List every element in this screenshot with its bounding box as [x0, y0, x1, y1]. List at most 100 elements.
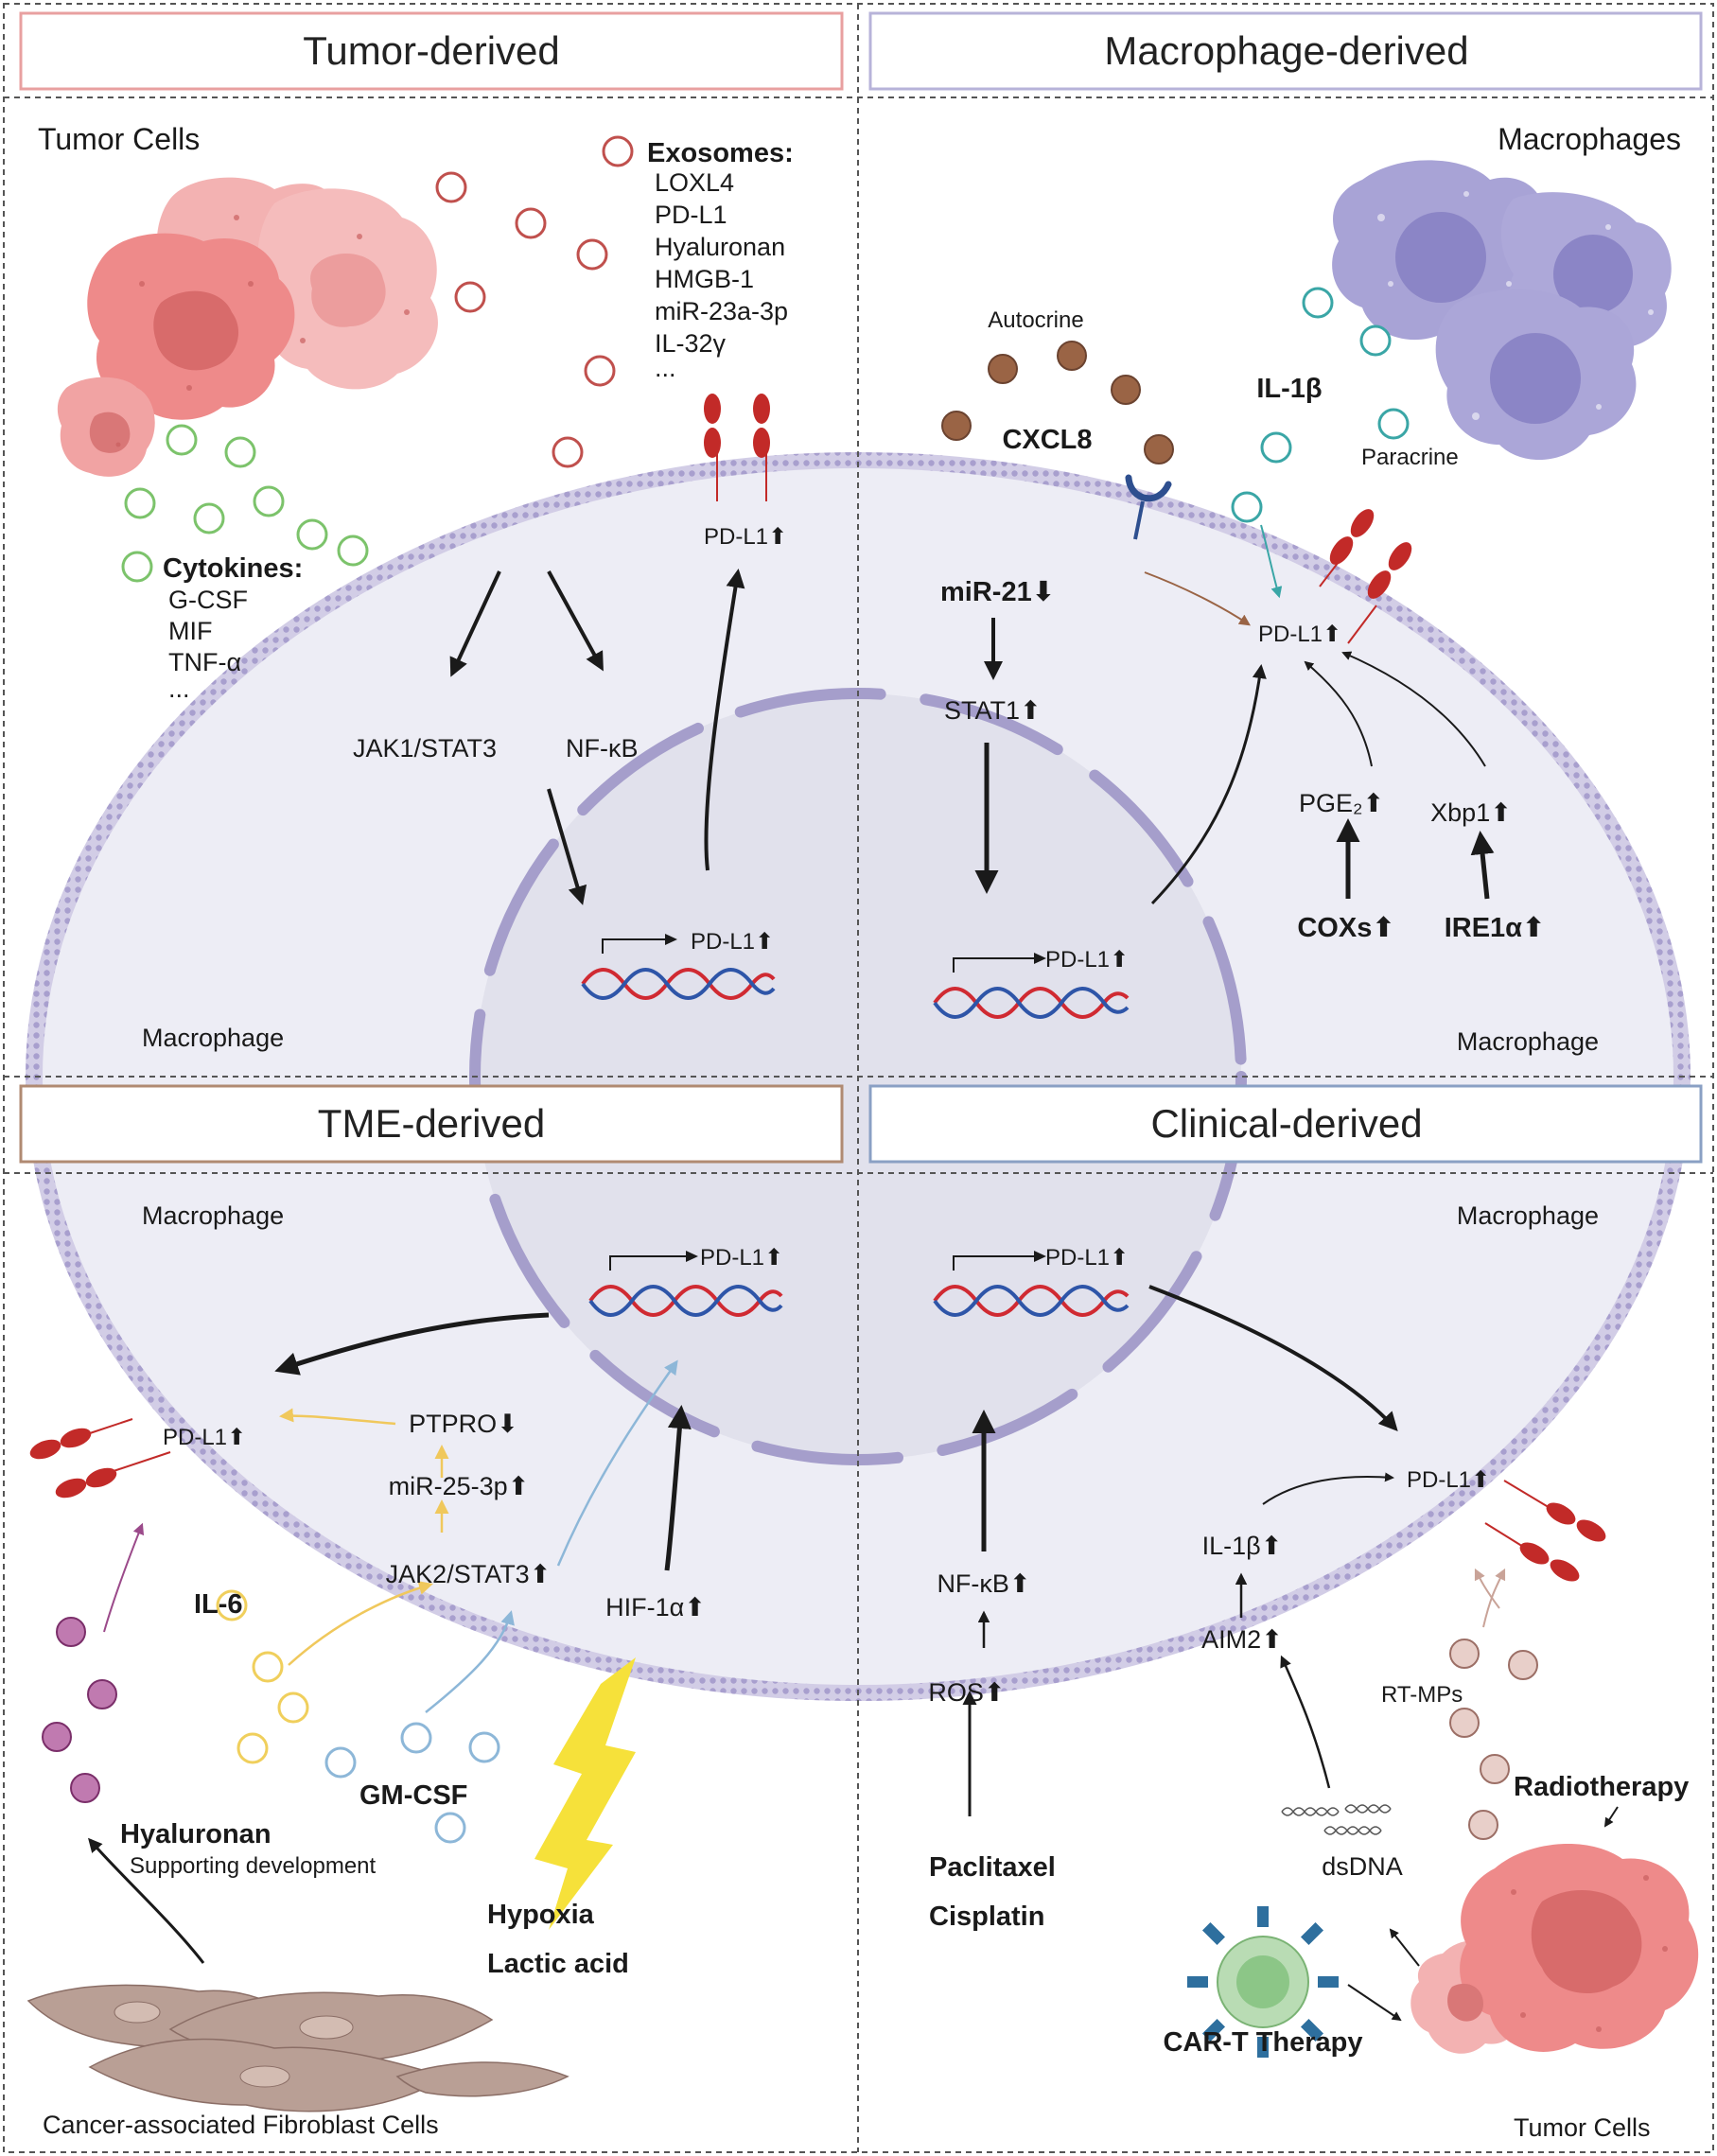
panel-tme-derived: Macrophage PD-L1⬆ PD-L1⬆: [26, 1201, 783, 2139]
dna-helix-icon: [588, 1251, 783, 1317]
pd-l1-receptor-icon: [29, 1418, 171, 1499]
svg-text:JAK2/STAT3⬆: JAK2/STAT3⬆: [386, 1560, 552, 1588]
svg-text:G-CSF: G-CSF: [168, 586, 248, 614]
dna-helix-icon: [933, 953, 1130, 1019]
svg-text:CXCL8: CXCL8: [1002, 425, 1092, 455]
svg-text:STAT1⬆: STAT1⬆: [944, 696, 1042, 725]
svg-text:PD-L1⬆: PD-L1⬆: [1045, 947, 1129, 973]
svg-text:Clinical-derived: Clinical-derived: [1150, 1101, 1422, 1146]
svg-text:PGE₂⬆: PGE₂⬆: [1299, 789, 1384, 817]
cytokines-list: G-CSF MIF TNF-α ...: [168, 586, 248, 703]
svg-text:IL-1β: IL-1β: [1256, 374, 1322, 404]
il1b-icons: [1231, 287, 1410, 523]
svg-text:Hyaluronan: Hyaluronan: [655, 233, 785, 261]
svg-text:RT-MPs: RT-MPs: [1381, 1682, 1463, 1708]
rt-mp-icons: [1449, 1639, 1557, 1882]
svg-text:AIM2⬆: AIM2⬆: [1201, 1625, 1283, 1654]
il6-icons: [216, 1589, 309, 1764]
svg-text:Exosomes:: Exosomes:: [647, 138, 794, 168]
exosome-icons: [435, 135, 634, 468]
svg-text:IL-1β⬆: IL-1β⬆: [1202, 1532, 1283, 1560]
svg-text:COXs⬆: COXs⬆: [1297, 913, 1394, 943]
panel-macrophage-derived: Macrophages Autocrine CXCL8 IL-1β Paracr: [933, 122, 1681, 1056]
dsdna-fragment-icon: [1281, 1804, 1392, 1835]
lightning-icon: [534, 1657, 636, 1930]
svg-text:NF-κB: NF-κB: [566, 734, 639, 762]
svg-text:...: ...: [655, 354, 676, 382]
macrophage-label-tr: Macrophage: [1457, 1027, 1599, 1056]
dna-helix-icon: [933, 1251, 1130, 1317]
macrophage-label-bl: Macrophage: [142, 1201, 284, 1230]
tumor-cells-label-br: Tumor Cells: [1514, 2113, 1651, 2142]
cxcl8-icons: [941, 341, 1174, 465]
svg-text:LOXL4: LOXL4: [655, 168, 734, 197]
cxcr-receptor-icon: [1125, 474, 1172, 540]
svg-text:TNF-α: TNF-α: [168, 648, 241, 676]
svg-text:Supporting development: Supporting development: [130, 1853, 377, 1879]
cytokine-icons: [121, 424, 369, 583]
svg-text:Tumor-derived: Tumor-derived: [303, 28, 560, 73]
svg-text:GM-CSF: GM-CSF: [359, 1780, 467, 1811]
header-clinical-derived: Clinical-derived: [868, 1084, 1703, 1164]
quadrant-grid: [3, 3, 1714, 2153]
svg-text:dsDNA: dsDNA: [1322, 1852, 1403, 1881]
svg-text:HMGB-1: HMGB-1: [655, 265, 754, 293]
svg-text:Paclitaxel: Paclitaxel: [929, 1852, 1056, 1883]
svg-text:miR-25-3p⬆: miR-25-3p⬆: [389, 1472, 530, 1500]
svg-text:MIF: MIF: [168, 617, 213, 645]
pd-l1-receptor-icon: [1484, 1480, 1606, 1582]
pd-l1-receptor-icon: [704, 394, 770, 501]
tumor-cell-icon: [1410, 1843, 1699, 2054]
svg-text:PD-L1⬆: PD-L1⬆: [704, 524, 787, 550]
gmcsf-icons: [324, 1722, 500, 1844]
svg-text:Cisplatin: Cisplatin: [929, 1902, 1044, 1932]
svg-text:miR-21⬇: miR-21⬇: [940, 577, 1055, 607]
svg-text:Macrophage-derived: Macrophage-derived: [1104, 28, 1468, 73]
signal-arrows: [449, 569, 745, 905]
svg-text:PD-L1: PD-L1: [655, 201, 727, 229]
svg-text:TME-derived: TME-derived: [318, 1101, 545, 1146]
svg-text:IL-32γ: IL-32γ: [655, 329, 727, 358]
svg-text:Hyaluronan: Hyaluronan: [120, 1819, 272, 1849]
fibroblast-cell-icon: [26, 1984, 569, 2112]
macrophage-cluster-icon: [1332, 160, 1672, 461]
svg-text:Cytokines:: Cytokines:: [163, 553, 303, 584]
svg-text:PD-L1⬆: PD-L1⬆: [1045, 1245, 1129, 1271]
car-t-cell-icon: [1187, 1906, 1339, 2058]
svg-text:ROS⬆: ROS⬆: [928, 1678, 1005, 1707]
svg-text:PD-L1⬆: PD-L1⬆: [1258, 622, 1341, 647]
dna-helix-icon: [581, 934, 776, 1000]
pd-l1-receptor-icon: [1319, 509, 1412, 644]
svg-text:Hypoxia: Hypoxia: [487, 1900, 595, 1930]
svg-text:PTPRO⬇: PTPRO⬇: [409, 1410, 518, 1438]
svg-text:Autocrine: Autocrine: [988, 307, 1083, 333]
header-macrophage-derived: Macrophage-derived: [868, 11, 1703, 91]
macrophage-label-tl: Macrophage: [142, 1024, 284, 1052]
svg-text:miR-23a-3p: miR-23a-3p: [655, 297, 788, 325]
exosomes-list: LOXL4 PD-L1 Hyaluronan HMGB-1 miR-23a-3p…: [655, 168, 788, 382]
signal-arrows: [88, 1312, 692, 1964]
caf-label: Cancer-associated Fibroblast Cells: [43, 2111, 439, 2139]
svg-text:Radiotherapy: Radiotherapy: [1514, 1772, 1689, 1802]
svg-text:IL-6: IL-6: [194, 1589, 243, 1620]
svg-text:Paracrine: Paracrine: [1361, 445, 1459, 470]
svg-text:Lactic acid: Lactic acid: [487, 1949, 629, 1979]
svg-text:PD-L1⬆: PD-L1⬆: [700, 1245, 783, 1271]
panel-clinical-derived: Macrophage PD-L1⬆ PD-L1⬆: [928, 1201, 1699, 2142]
svg-text:HIF-1α⬆: HIF-1α⬆: [605, 1593, 706, 1621]
header-tumor-derived: Tumor-derived: [19, 11, 844, 91]
svg-text:PD-L1⬆: PD-L1⬆: [163, 1425, 246, 1450]
svg-text:IRE1α⬆: IRE1α⬆: [1445, 913, 1546, 943]
svg-text:Macrophages: Macrophages: [1498, 122, 1681, 156]
svg-text:Xbp1⬆: Xbp1⬆: [1430, 798, 1512, 827]
hyaluronan-icons: [42, 1617, 117, 1803]
svg-text:CAR-T Therapy: CAR-T Therapy: [1163, 2027, 1362, 2058]
tumor-cell-icon: [57, 177, 438, 477]
macrophage-label-br: Macrophage: [1457, 1201, 1599, 1230]
svg-text:PD-L1⬆: PD-L1⬆: [691, 929, 774, 955]
tumor-cells-label: Tumor Cells: [38, 122, 200, 156]
signal-arrows: [962, 1285, 1619, 2022]
svg-text:NF-κB⬆: NF-κB⬆: [937, 1569, 1030, 1598]
signal-arrows: [974, 618, 1495, 905]
